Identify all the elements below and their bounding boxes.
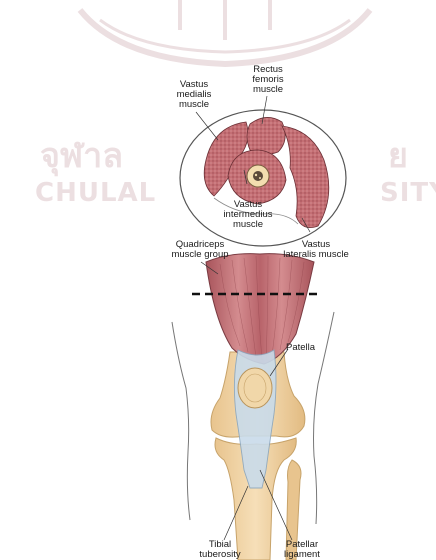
label-vastus-intermedius: Vastus intermedius muscle (210, 200, 286, 230)
label-rectus-femoris: Rectus femoris muscle (237, 65, 299, 95)
label-vastus-lateralis: Vastus lateralis muscle (268, 240, 364, 260)
label-patella: Patella (286, 343, 336, 353)
label-patellar-ligament: Patellar ligament (272, 540, 332, 560)
rectus-femoris-section (247, 117, 285, 154)
label-tibial-tuberosity: Tibial tuberosity (190, 540, 250, 560)
label-vastus-medialis: Vastus medialis muscle (164, 80, 224, 110)
label-quadriceps-muscle-group: Quadriceps muscle group (158, 240, 242, 260)
